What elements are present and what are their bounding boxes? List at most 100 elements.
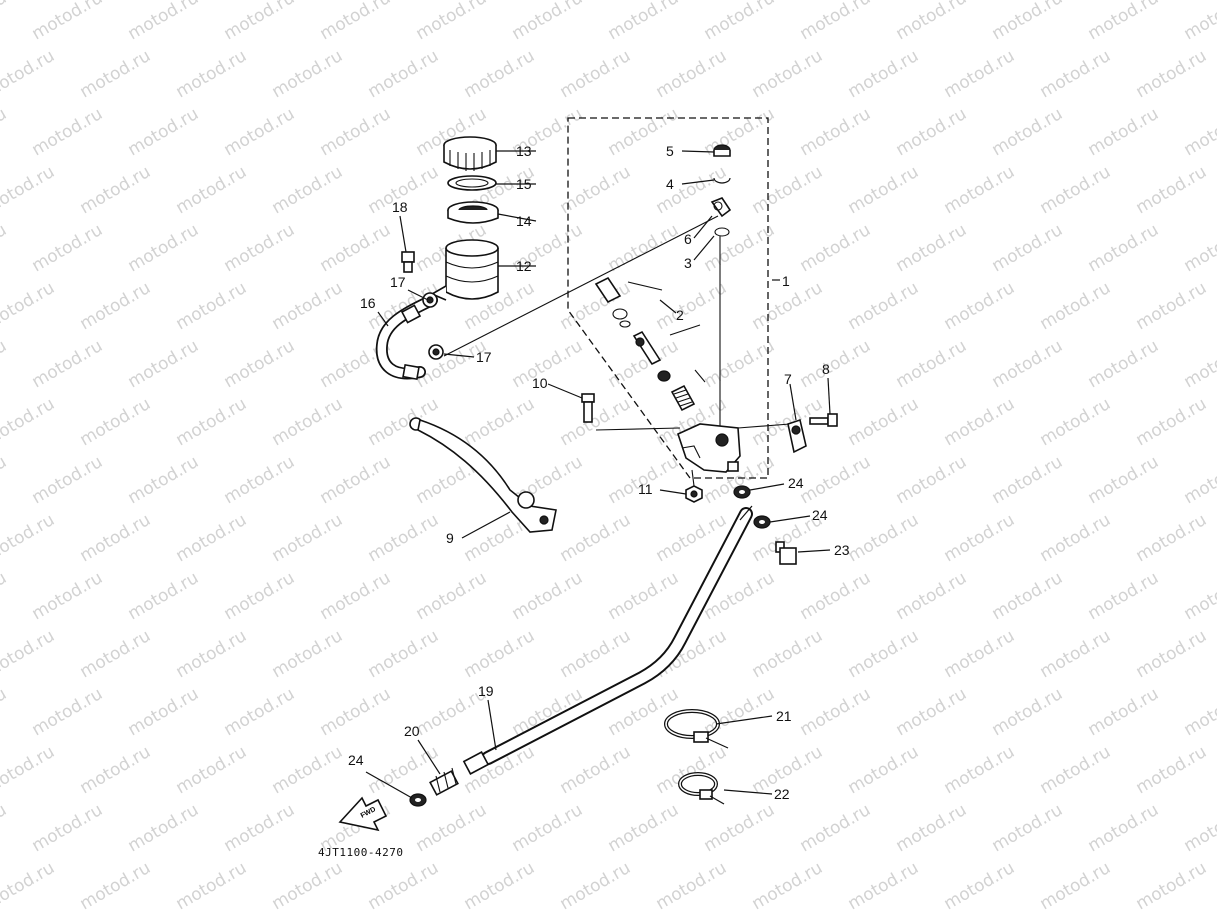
bolt-18[interactable] [401, 251, 415, 273]
watermark-text: motod.ru [0, 452, 10, 508]
watermark-text: motod.ru [0, 684, 10, 740]
watermark-text: motod.ru [1037, 394, 1115, 450]
watermark-text: motod.ru [941, 510, 1019, 566]
circlip-4[interactable] [713, 177, 731, 184]
copper-washer-24-c[interactable] [409, 793, 427, 807]
callout-17-lower[interactable]: 17 [476, 349, 492, 365]
callout-19[interactable]: 19 [478, 683, 494, 699]
watermark-text: motod.ru [893, 336, 971, 392]
master-cylinder-body[interactable] [677, 423, 741, 473]
watermark-text: motod.ru [509, 568, 587, 624]
callout-18[interactable]: 18 [392, 199, 408, 215]
callout-15[interactable]: 15 [516, 176, 532, 192]
piston-kit-bracket [627, 281, 706, 383]
clutch-lever-9[interactable] [409, 417, 557, 533]
watermark-text: motod.ru [653, 278, 731, 334]
watermark-text: motod.ru [1133, 394, 1211, 450]
watermark-text: motod.ru [1085, 104, 1163, 160]
watermark-text: motod.ru [653, 742, 731, 798]
watermark-text: motod.ru [893, 684, 971, 740]
callout-21[interactable]: 21 [776, 708, 792, 724]
diaphragm-holder-14[interactable] [447, 201, 499, 224]
hose-joint-6[interactable] [710, 197, 732, 218]
nut-11[interactable] [685, 485, 703, 503]
watermark-text: motod.ru [989, 568, 1067, 624]
watermark-text: motod.ru [941, 46, 1019, 102]
watermark-text: motod.ru [1037, 46, 1115, 102]
callout-2[interactable]: 2 [676, 307, 684, 323]
callout-4[interactable]: 4 [666, 176, 674, 192]
callout-11[interactable]: 11 [638, 481, 653, 497]
watermark-text: motod.ru [845, 510, 923, 566]
union-bolt-23[interactable] [775, 541, 797, 565]
callout-17-upper[interactable]: 17 [390, 274, 406, 290]
watermark-text: motod.ru [29, 220, 107, 276]
callout-6[interactable]: 6 [684, 231, 692, 247]
callout-10[interactable]: 10 [532, 375, 548, 391]
callout-20[interactable]: 20 [404, 723, 420, 739]
callout-5[interactable]: 5 [666, 143, 674, 159]
watermark-text: motod.ru [269, 46, 347, 102]
callout-12[interactable]: 12 [516, 258, 532, 274]
pivot-bolt-10[interactable] [581, 393, 595, 423]
callout-14[interactable]: 14 [516, 213, 532, 229]
clutch-hose-19[interactable] [462, 505, 753, 775]
copper-washer-24-a[interactable] [733, 485, 751, 499]
cap-5[interactable] [713, 144, 731, 157]
callout-1[interactable]: 1 [782, 273, 790, 289]
cable-tie-22[interactable] [678, 772, 725, 805]
watermark-text: motod.ru [77, 162, 155, 218]
watermark-text: motod.ru [0, 104, 10, 160]
watermark-text: motod.ru [797, 220, 875, 276]
hose-clip-17-lower[interactable] [428, 344, 444, 360]
watermark-text: motod.ru [29, 104, 107, 160]
watermark-text: motod.ru [0, 858, 58, 913]
watermark-text: motod.ru [845, 858, 923, 913]
callout-8[interactable]: 8 [822, 361, 830, 377]
reservoir-12[interactable] [430, 239, 499, 301]
hose-clip-17-upper[interactable] [422, 292, 438, 308]
watermark-text: motod.ru [29, 568, 107, 624]
watermark-text: motod.ru [1181, 800, 1217, 856]
drawing-code: 4JT1100-4270 [318, 846, 403, 859]
watermark-text: motod.ru [797, 452, 875, 508]
callout-24-a[interactable]: 24 [788, 475, 804, 491]
watermark-text: motod.ru [1181, 568, 1217, 624]
watermark-text: motod.ru [1133, 162, 1211, 218]
watermark-text: motod.ru [0, 742, 58, 798]
callout-24-b[interactable]: 24 [812, 507, 828, 523]
callout-13[interactable]: 13 [516, 143, 532, 159]
watermark-text: motod.ru [365, 510, 443, 566]
callout-9[interactable]: 9 [446, 530, 454, 546]
watermark-text: motod.ru [0, 626, 58, 682]
watermark-text: motod.ru [1037, 162, 1115, 218]
bolt-8[interactable] [809, 413, 838, 427]
watermark-text: motod.ru [1037, 858, 1115, 913]
callout-labels: 1 2 3 4 5 6 7 8 9 10 11 12 13 14 15 16 1… [348, 143, 850, 802]
diaphragm-15[interactable] [447, 175, 497, 191]
holder-7[interactable] [787, 418, 807, 454]
watermark-text: motod.ru [1037, 626, 1115, 682]
watermark-text: motod.ru [557, 510, 635, 566]
watermark-text: motod.ru [269, 162, 347, 218]
callout-24-c[interactable]: 24 [348, 752, 364, 768]
watermark-text: motod.ru [557, 626, 635, 682]
callout-22[interactable]: 22 [774, 786, 790, 802]
union-20[interactable] [429, 767, 459, 796]
callout-16[interactable]: 16 [360, 295, 376, 311]
reservoir-hose-16[interactable] [375, 294, 438, 381]
callout-7[interactable]: 7 [784, 371, 792, 387]
watermark-text: motod.ru [461, 46, 539, 102]
callout-3[interactable]: 3 [684, 255, 692, 271]
callout-23[interactable]: 23 [834, 542, 850, 558]
watermark-text: motod.ru [1133, 742, 1211, 798]
watermark-text: motod.ru [269, 278, 347, 334]
watermark-text: motod.ru [989, 220, 1067, 276]
o-ring-3[interactable] [714, 227, 730, 237]
reservoir-cap-13[interactable] [443, 136, 497, 171]
copper-washer-24-b[interactable] [753, 515, 771, 529]
watermark-text: motod.ru [221, 800, 299, 856]
watermark-text: motod.ru [1181, 220, 1217, 276]
watermark-text: motod.ru [221, 220, 299, 276]
piston-kit-2[interactable] [594, 276, 696, 412]
